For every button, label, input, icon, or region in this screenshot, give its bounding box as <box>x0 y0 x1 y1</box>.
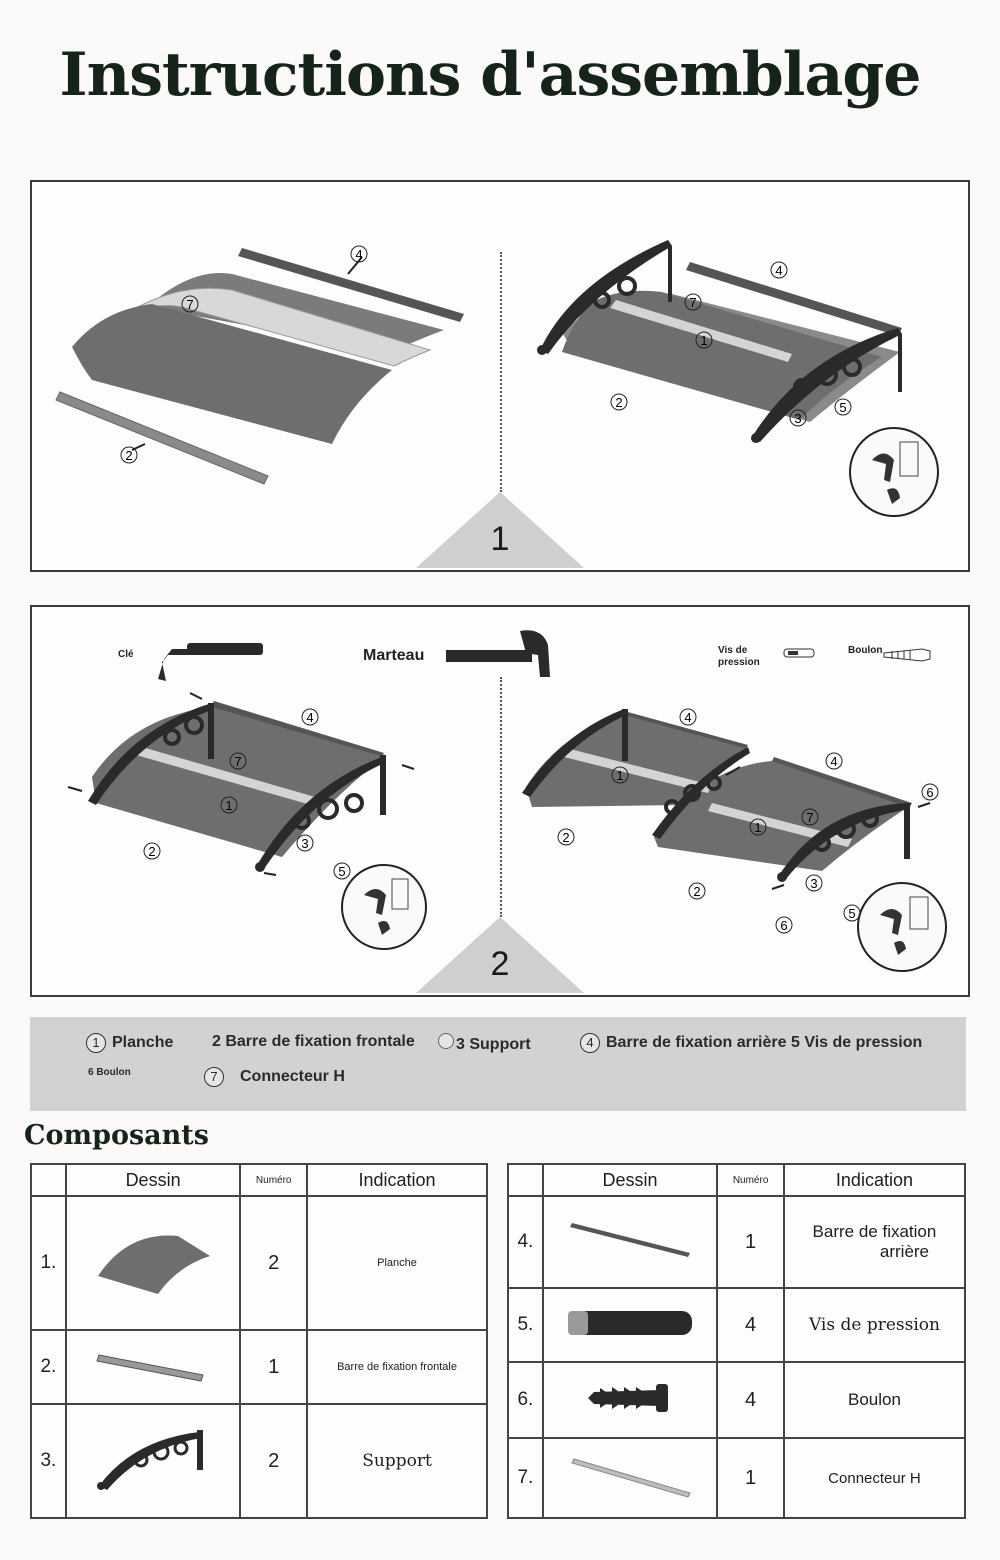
step-1-panel: 4 7 2 4 7 1 2 <box>30 180 970 572</box>
hammer-icon <box>446 630 550 677</box>
front-bar-icon <box>96 1353 204 1382</box>
header-number: Numéro <box>239 1163 309 1197</box>
table-row: 2. 1 Barre de fixation frontale <box>30 1329 488 1405</box>
svg-text:6: 6 <box>926 785 933 800</box>
rear-bar-icon <box>570 1222 691 1257</box>
components-table-left: Dessin Numéro Indication 1. 2 Planche 2.… <box>30 1163 488 1519</box>
step-2-illustration: 4 7 1 2 3 5 <box>67 630 947 993</box>
step-1-illustration: 4 7 2 4 7 1 2 <box>55 240 939 568</box>
svg-text:3: 3 <box>810 876 817 891</box>
header-drawing: Dessin <box>64 1163 242 1197</box>
drawing-screw <box>541 1287 719 1363</box>
legend-item-2: 2 Barre de fixation frontale <box>212 1033 415 1050</box>
header-indication: Indication <box>306 1163 488 1197</box>
detail-zoom <box>849 427 939 517</box>
svg-text:2: 2 <box>615 395 622 410</box>
rear-bar <box>238 248 464 322</box>
front-bar <box>55 391 269 485</box>
table-row: 7. 1 Connecteur H <box>507 1437 967 1519</box>
svg-text:1: 1 <box>225 798 232 813</box>
svg-text:5: 5 <box>338 864 345 879</box>
panel-divider <box>500 252 502 492</box>
page-title: Instructions d'assemblage <box>59 40 922 110</box>
drawing-bolt <box>541 1361 719 1439</box>
table-row: 6. 4 Boulon <box>507 1361 967 1439</box>
svg-text:2: 2 <box>562 830 569 845</box>
svg-text:2: 2 <box>148 844 155 859</box>
svg-text:3: 3 <box>301 836 308 851</box>
screw-label: Vis de pression <box>718 645 760 668</box>
svg-text:4: 4 <box>830 754 837 769</box>
table-row: 5. 4 Vis de pression <box>507 1287 967 1363</box>
drawing-support <box>64 1403 242 1519</box>
svg-text:5: 5 <box>848 906 855 921</box>
drawing-front-bar <box>64 1329 242 1405</box>
drawing-panel <box>64 1195 242 1331</box>
svg-text:1: 1 <box>700 333 707 348</box>
svg-text:1: 1 <box>754 820 761 835</box>
step-2-panel: 4 7 1 2 3 5 <box>30 605 970 997</box>
drawing-h-connector <box>541 1437 719 1519</box>
components-table-right: Dessin Numéro Indication 4. 1 Barre de f… <box>507 1163 967 1519</box>
panel-divider <box>500 677 502 917</box>
svg-text:5: 5 <box>839 400 846 415</box>
svg-text:1: 1 <box>616 768 623 783</box>
svg-text:4: 4 <box>775 263 782 278</box>
svg-text:4: 4 <box>306 710 313 725</box>
step-triangle <box>416 492 584 568</box>
svg-text:7: 7 <box>806 810 813 825</box>
bolt-label: Boulon <box>848 645 883 656</box>
header-drawing: Dessin <box>541 1163 719 1197</box>
svg-text:7: 7 <box>689 295 696 310</box>
svg-text:2: 2 <box>693 884 700 899</box>
panel-lower <box>72 304 392 444</box>
callout-4: 4 <box>355 247 362 262</box>
callout-2: 2 <box>125 448 132 463</box>
step-triangle <box>416 917 584 993</box>
screw-icon <box>783 648 815 658</box>
support-icon <box>97 1429 204 1490</box>
callout-7: 7 <box>186 297 193 312</box>
bolt-icon <box>883 648 931 662</box>
h-connector-icon <box>571 1457 691 1498</box>
hammer-label: Marteau <box>363 647 425 664</box>
key-icon <box>158 643 263 681</box>
svg-text:3: 3 <box>794 411 801 426</box>
svg-text:7: 7 <box>234 754 241 769</box>
svg-text:6: 6 <box>780 918 787 933</box>
key-label: Clé <box>118 649 134 660</box>
step-number: 1 <box>490 520 510 558</box>
legend-item-6: 6 Boulon <box>88 1067 131 1078</box>
bolt-icon <box>588 1383 669 1412</box>
step-number: 2 <box>490 945 510 983</box>
table-row: 4. 1 Barre de fixation arrière <box>507 1195 967 1289</box>
drawing-rear-bar <box>541 1195 719 1289</box>
header-number: Numéro <box>716 1163 785 1197</box>
table-row: 3. 2 Support <box>30 1403 488 1519</box>
table-row: 1. 2 Planche <box>30 1195 488 1331</box>
components-title: Composants <box>24 1120 209 1151</box>
panel-icon <box>98 1235 211 1294</box>
legend-item-3: 3 Support <box>438 1033 531 1054</box>
header-indication: Indication <box>782 1163 967 1197</box>
screw-icon <box>568 1310 693 1335</box>
svg-text:4: 4 <box>684 710 691 725</box>
